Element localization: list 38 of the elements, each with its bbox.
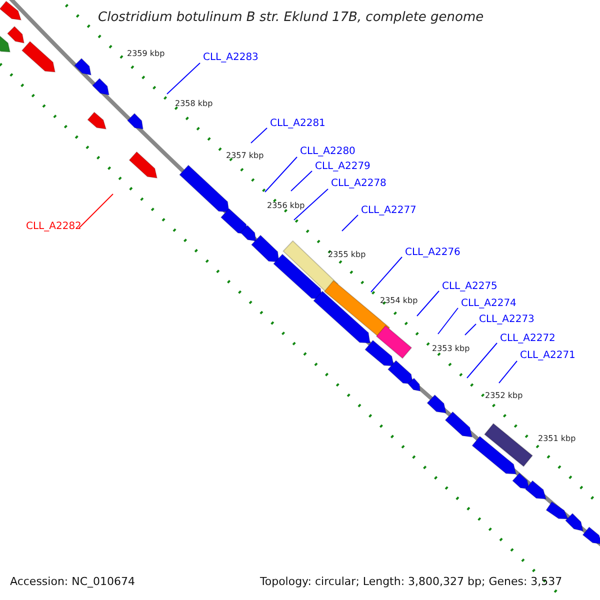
scale-label: 2351 kbp (538, 435, 576, 443)
scale-label: 2358 kbp (175, 100, 213, 108)
gene-label: CLL_A2279 (315, 162, 370, 172)
leader-line (342, 214, 358, 232)
gene-label: CLL_A2281 (270, 119, 326, 129)
leader-line (290, 170, 312, 192)
leader-line (370, 256, 402, 292)
footer-text: Topology: circular; Length: 3,800,327 bp; Genes: 3,537 (260, 576, 562, 587)
leader-line (78, 194, 114, 228)
gene-label: CLL_A2278 (331, 179, 386, 189)
footer-text: Accession: NC_010674 (10, 576, 136, 587)
scale-label: 2356 kbp (267, 202, 305, 210)
title: Clostridium botulinum B str. Eklund 17B, complete genome (98, 11, 484, 24)
gene-label: CLL_A2272 (500, 334, 556, 344)
leader-line (498, 360, 518, 384)
scale-label: 2354 kbp (380, 297, 418, 305)
gene-label: CLL_A2282 (26, 222, 82, 232)
leader-line (466, 342, 498, 378)
leader-line (416, 290, 440, 316)
scale-label: 2352 kbp (485, 392, 523, 400)
gene-label: CLL_A2271 (520, 351, 576, 361)
gene-label: CLL_A2283 (203, 53, 258, 63)
gene-label: CLL_A2276 (405, 248, 460, 258)
leader-line (250, 128, 268, 144)
gene-label: CLL_A2277 (361, 206, 416, 216)
gene-label: CLL_A2273 (479, 315, 534, 325)
scale-label: 2355 kbp (328, 251, 366, 259)
scale-label: 2359 kbp (127, 50, 165, 58)
scale-label: 2357 kbp (226, 152, 264, 160)
leader-line (264, 156, 298, 192)
leader-line (166, 62, 200, 94)
scale-label: 2353 kbp (432, 345, 470, 353)
gene-label: CLL_A2275 (442, 282, 498, 292)
leader-line (438, 308, 458, 334)
leader-line (294, 188, 328, 220)
gene-label: CLL_A2280 (300, 147, 356, 157)
gene-label: CLL_A2274 (461, 299, 516, 309)
leader-line (464, 324, 476, 336)
